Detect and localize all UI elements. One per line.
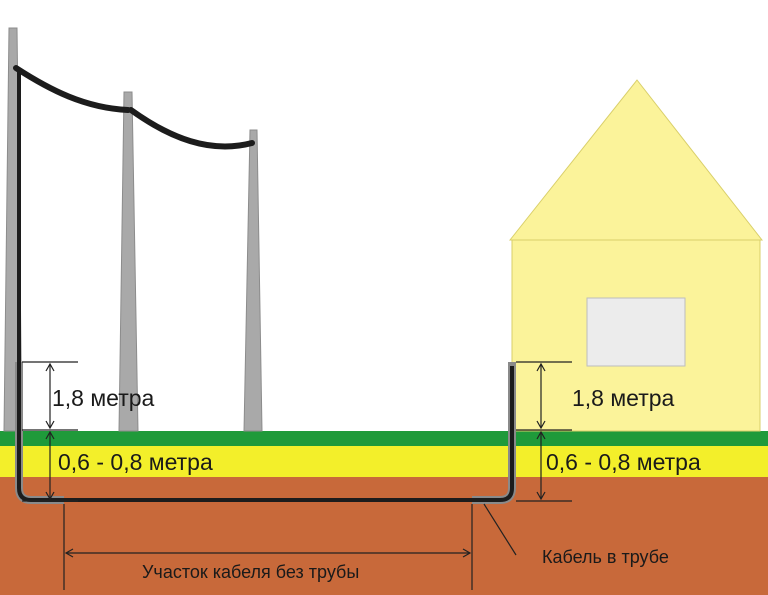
grass-layer <box>0 431 768 446</box>
section-without-pipe-label: Участок кабеля без трубы <box>142 562 359 582</box>
cable-in-pipe-label: Кабель в трубе <box>542 547 669 567</box>
depth-label-left: 0,6 - 0,8 метра <box>58 449 213 475</box>
house-roof <box>508 79 764 241</box>
depth-label-right: 0,6 - 0,8 метра <box>546 449 701 475</box>
house <box>508 79 764 432</box>
sand-layer <box>0 445 768 477</box>
house-window <box>586 297 686 367</box>
pole-3 <box>243 129 263 432</box>
dimension-lines <box>22 361 572 590</box>
height-label-left: 1,8 метра <box>52 385 155 411</box>
overhead-cable-1 <box>13 65 131 113</box>
pole-2 <box>118 91 139 432</box>
underground-cable <box>17 68 514 502</box>
overhead-cable-2 <box>128 107 255 150</box>
soil-layer <box>0 476 768 595</box>
power-poles <box>3 27 263 432</box>
height-label-right: 1,8 метра <box>572 385 675 411</box>
